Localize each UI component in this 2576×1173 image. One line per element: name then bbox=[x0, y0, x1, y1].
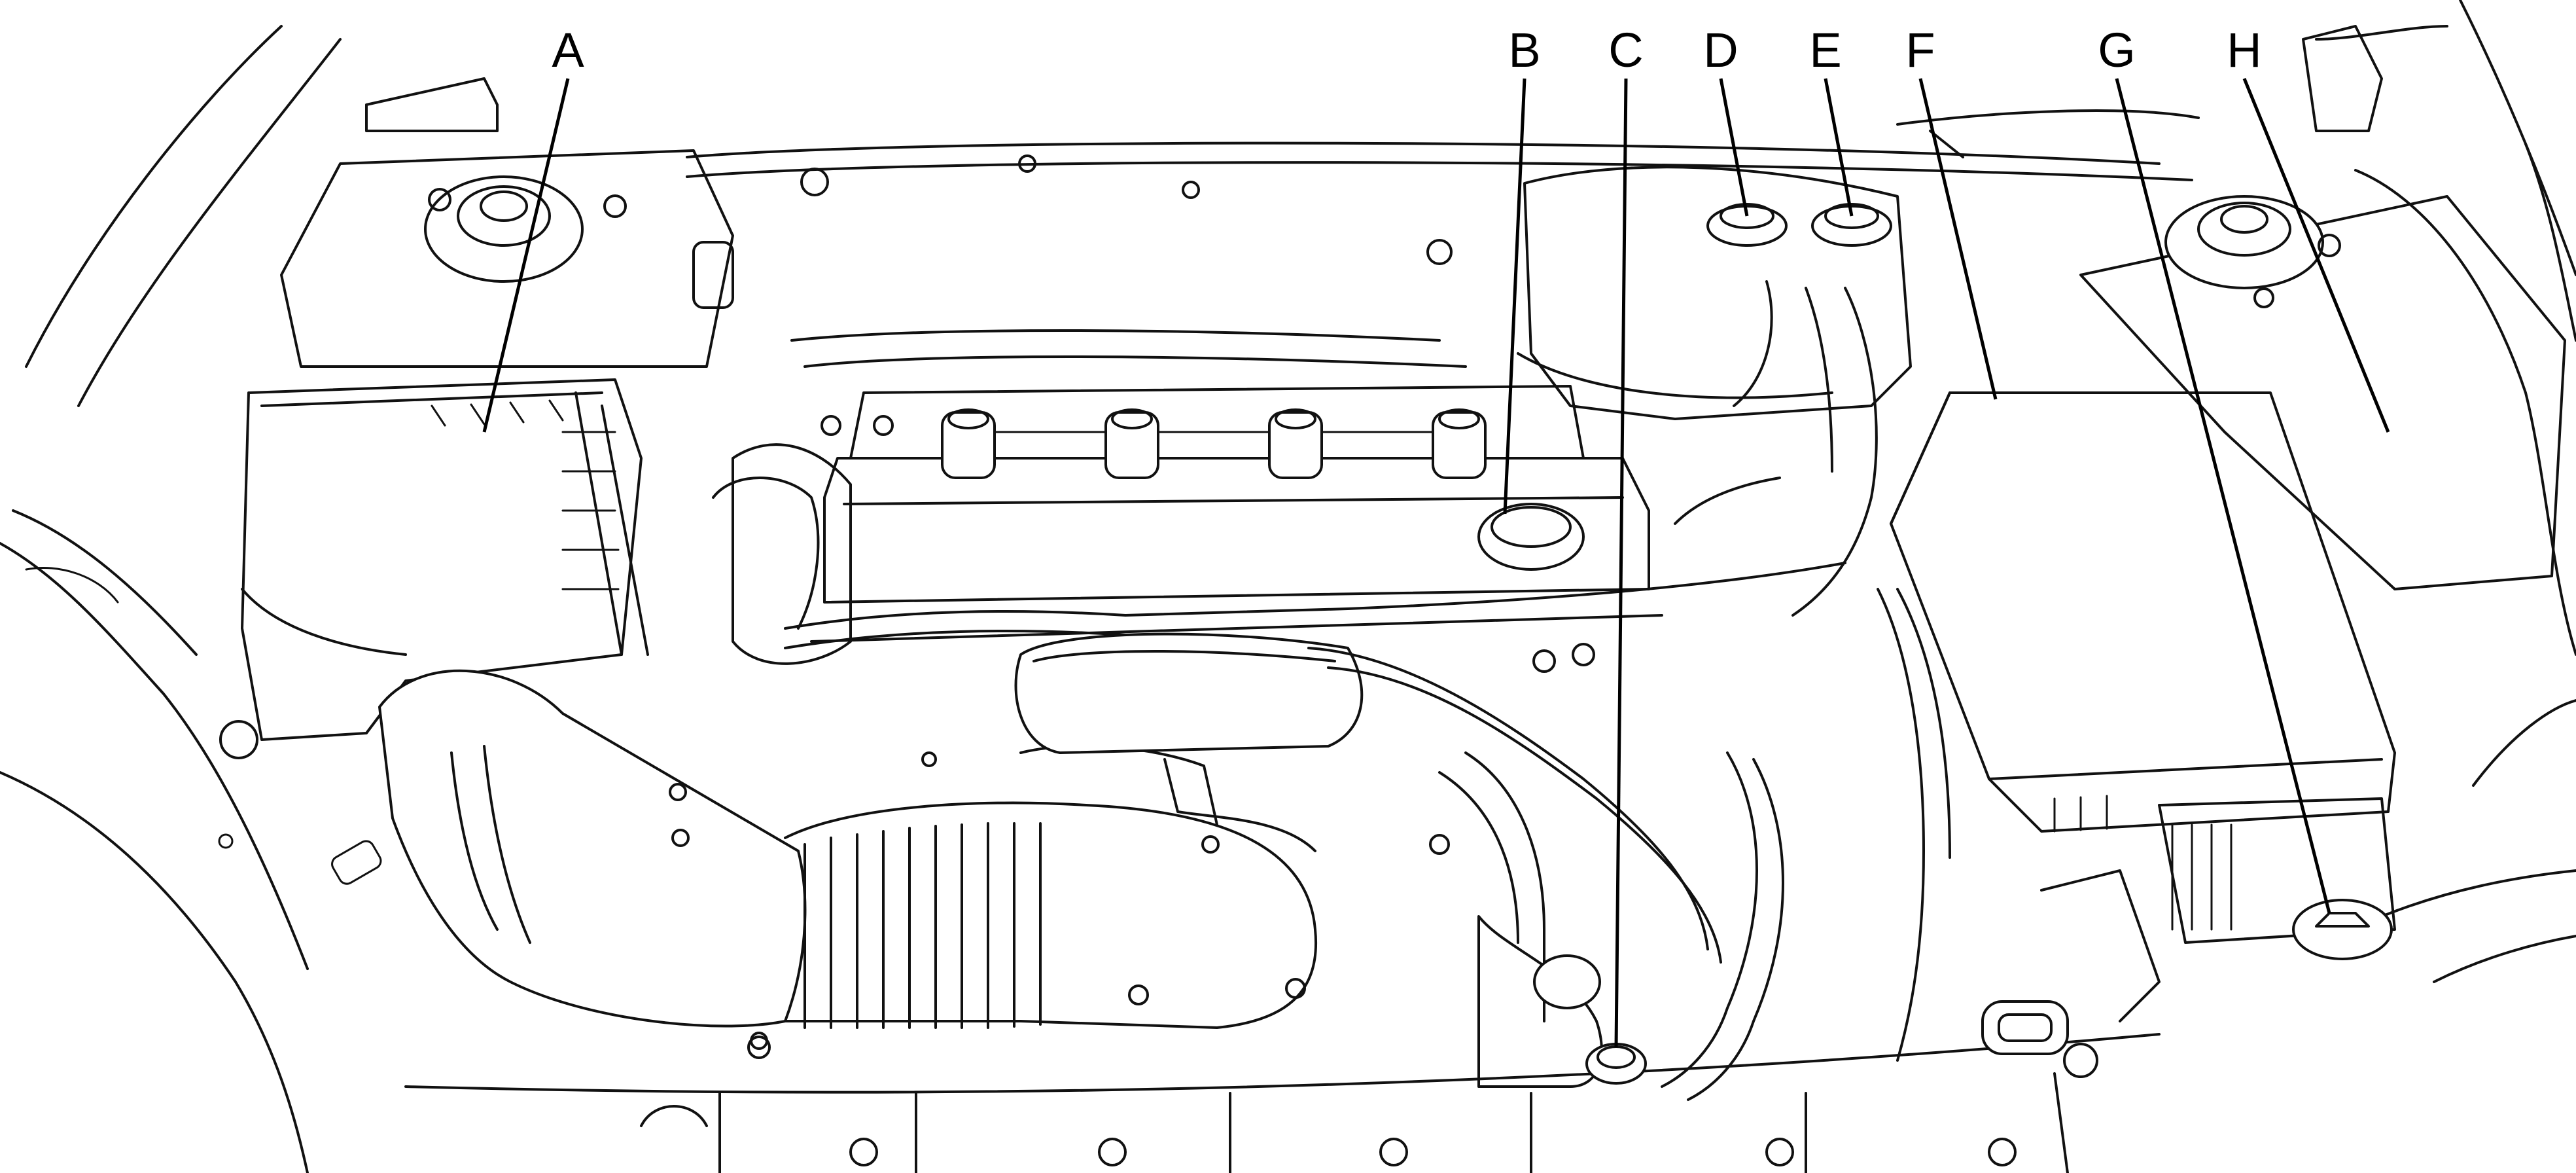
intake-duct bbox=[378, 669, 1318, 1029]
leader-line-H bbox=[2242, 78, 2390, 433]
fender-right bbox=[2315, 0, 2576, 983]
radiator-support bbox=[404, 978, 2161, 1173]
air-cleaner-box bbox=[241, 378, 649, 741]
radiator-cap-area bbox=[1477, 915, 1647, 1088]
ignition-coils bbox=[941, 408, 1487, 479]
leader-line-F bbox=[1918, 78, 1998, 400]
hoses-and-wiring bbox=[784, 477, 1951, 1101]
leader-line-B bbox=[1503, 78, 1526, 514]
cowl-panel bbox=[365, 25, 2383, 181]
underhood-fuse-block bbox=[1890, 391, 2396, 833]
leader-line-E bbox=[1824, 78, 1854, 217]
callout-label-H: H bbox=[2227, 23, 2261, 77]
callout-label-C: C bbox=[1608, 23, 1643, 77]
control-module bbox=[2040, 797, 2396, 1022]
leader-line-D bbox=[1719, 78, 1749, 217]
right-strut-tower bbox=[2079, 195, 2566, 590]
leader-line-A bbox=[482, 78, 570, 433]
callout-leaders bbox=[482, 78, 2390, 1048]
reservoir-area bbox=[1517, 166, 1912, 617]
engine-oil-fill-cap bbox=[1477, 503, 1585, 571]
leader-line-C bbox=[1614, 78, 1628, 1048]
left-strut-tower bbox=[280, 149, 734, 368]
callout-labels: A B C D E F G H bbox=[552, 23, 2261, 77]
callout-label-F: F bbox=[1905, 23, 1935, 77]
callout-label-D: D bbox=[1703, 23, 1738, 77]
fender-left bbox=[0, 25, 382, 1173]
callout-label-G: G bbox=[2098, 23, 2136, 77]
cam-cover bbox=[790, 329, 1663, 643]
callout-label-B: B bbox=[1508, 23, 1540, 77]
callout-label-E: E bbox=[1809, 23, 1841, 77]
misc-fasteners bbox=[669, 154, 1595, 1050]
callout-label-A: A bbox=[552, 23, 584, 77]
leader-line-G bbox=[2115, 78, 2331, 914]
